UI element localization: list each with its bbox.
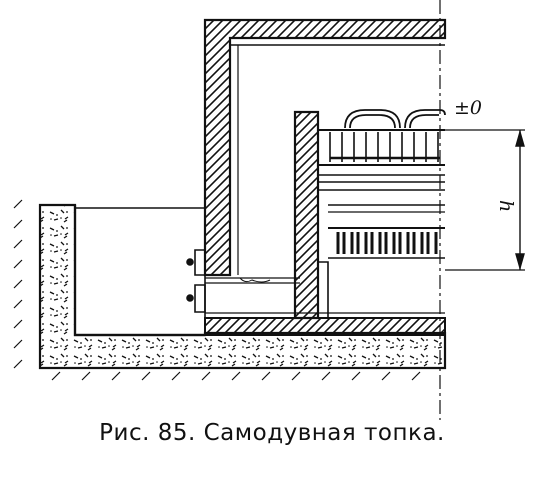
dimension-label: h xyxy=(495,200,517,212)
boiler-upper xyxy=(318,129,445,191)
figure-caption: Рис. 85. Самодувная топка. xyxy=(99,420,445,446)
lower-grate xyxy=(328,204,445,259)
ground-hatching xyxy=(13,199,421,381)
tube-arches xyxy=(344,109,446,129)
level-mark: ±0 xyxy=(454,97,482,119)
dimension-h xyxy=(515,129,525,271)
level-lines xyxy=(430,129,525,271)
ash-door xyxy=(186,249,300,313)
furnace-floor xyxy=(204,317,446,336)
upper-grate xyxy=(329,132,440,162)
furnace-cross-section: ±0 h xyxy=(13,0,525,420)
concrete-foundation xyxy=(38,203,447,370)
partition-wall xyxy=(293,110,320,320)
ash-pit xyxy=(75,207,206,335)
